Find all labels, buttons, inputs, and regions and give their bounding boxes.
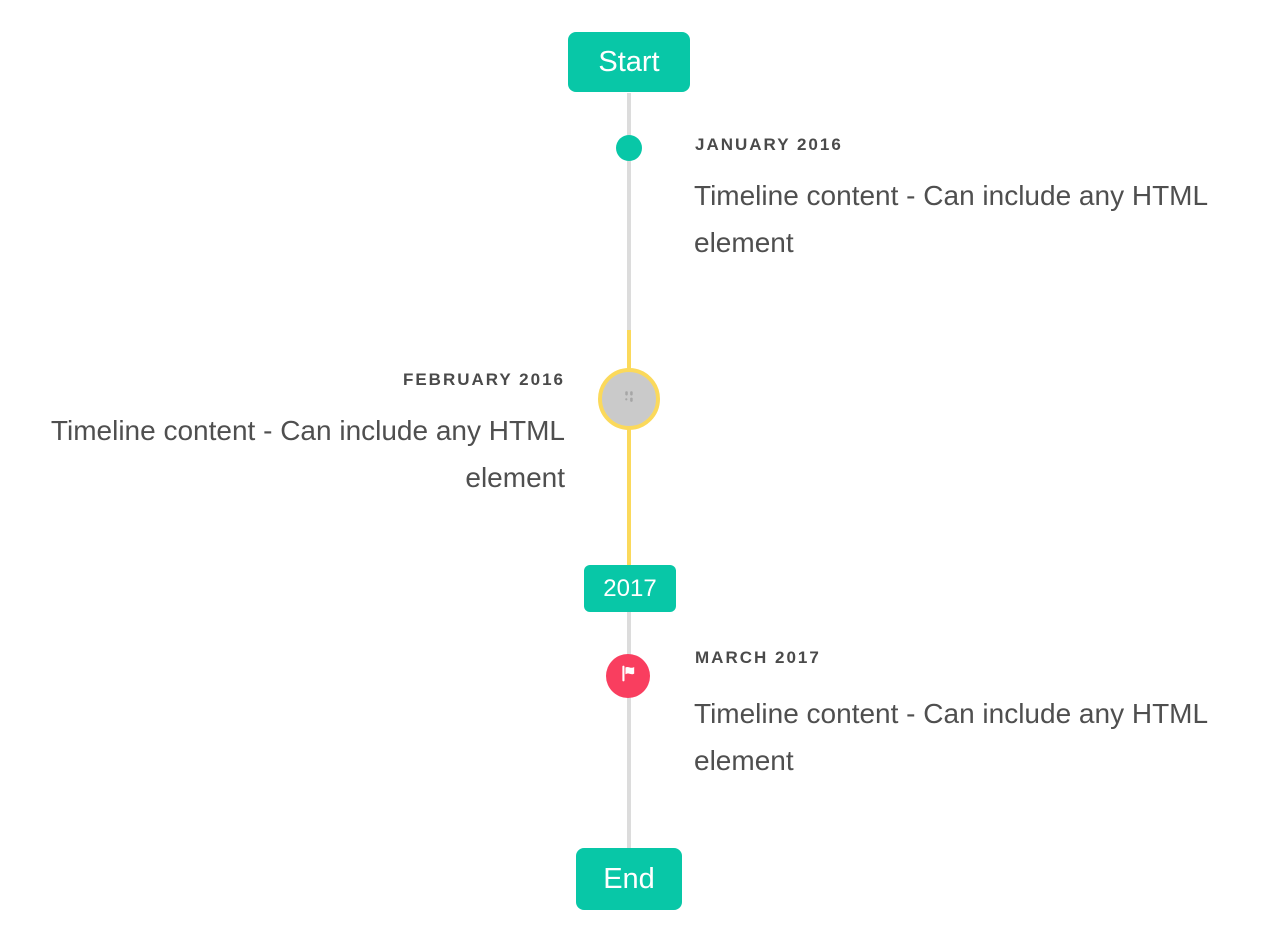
event-image-marker[interactable] bbox=[598, 368, 660, 430]
event-date-label: JANUARY 2016 bbox=[695, 135, 843, 154]
broken-image-icon bbox=[621, 388, 638, 410]
timeline-line-segment-highlighted bbox=[627, 330, 631, 565]
timeline-line-segment-bottom bbox=[627, 612, 631, 848]
timeline-line-segment-top bbox=[627, 93, 631, 330]
year-badge[interactable]: 2017 bbox=[584, 565, 676, 612]
event-content: Timeline content - Can include any HTML … bbox=[694, 180, 1208, 258]
event-content: Timeline content - Can include any HTML … bbox=[50, 415, 565, 493]
flag-icon bbox=[618, 663, 639, 689]
timeline-start-button[interactable]: Start bbox=[568, 32, 690, 92]
event-flag-marker[interactable] bbox=[606, 654, 650, 698]
event-dot-marker[interactable] bbox=[616, 135, 642, 161]
event-date-label: FEBRUARY 2016 bbox=[402, 370, 565, 389]
timeline-end-button[interactable]: End bbox=[576, 848, 682, 910]
event-content: Timeline content - Can include any HTML … bbox=[694, 698, 1208, 776]
event-date-label: MARCH 2017 bbox=[695, 648, 821, 667]
